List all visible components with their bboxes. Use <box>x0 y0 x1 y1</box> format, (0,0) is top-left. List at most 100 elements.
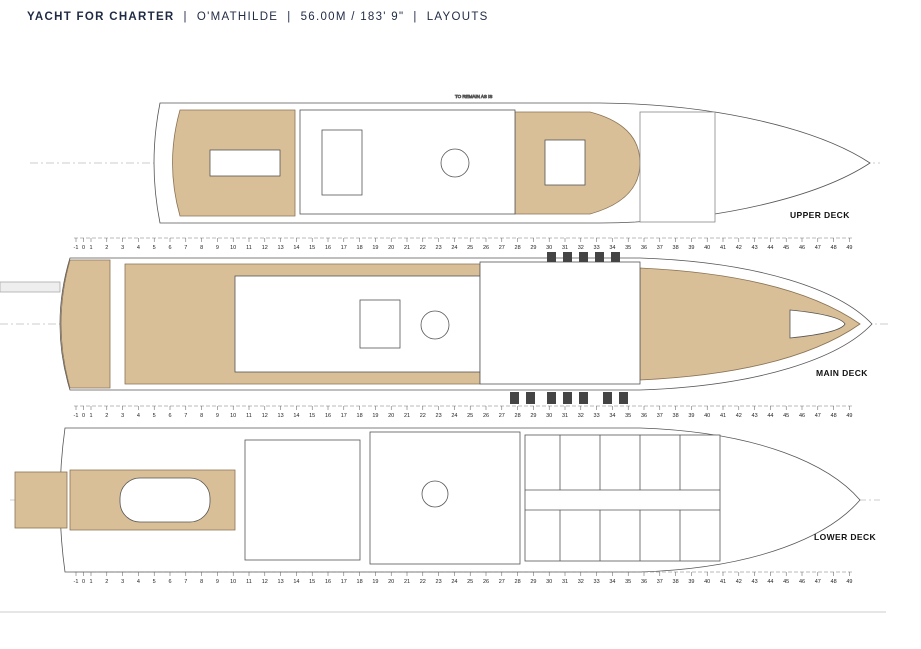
frame-number: 6 <box>168 579 171 585</box>
frame-number: 33 <box>594 245 600 251</box>
frame-number: 13 <box>278 579 284 585</box>
frame-number: 1 <box>89 413 92 419</box>
frame-number: 43 <box>752 245 758 251</box>
frame-number: 38 <box>673 413 679 419</box>
frame-number: 30 <box>546 245 552 251</box>
frame-number: 22 <box>420 413 426 419</box>
frame-number: 11 <box>246 413 252 419</box>
frame-number: 6 <box>168 245 171 251</box>
frame-number: 18 <box>357 413 363 419</box>
frame-number: 36 <box>641 579 647 585</box>
frame-number: 31 <box>562 245 568 251</box>
lower-deck-plan <box>10 427 880 573</box>
frame-number: 27 <box>499 579 505 585</box>
frame-number: 14 <box>293 413 299 419</box>
frame-number: 43 <box>752 579 758 585</box>
frame-number: 43 <box>752 413 758 419</box>
frame-number: 30 <box>546 579 552 585</box>
frame-number: 33 <box>594 413 600 419</box>
frame-number: 34 <box>609 579 615 585</box>
frame-number: 6 <box>168 413 171 419</box>
frame-number: 42 <box>736 245 742 251</box>
frame-number: 21 <box>404 579 410 585</box>
frame-number: 30 <box>546 413 552 419</box>
frame-number: 9 <box>216 579 219 585</box>
frame-number: 22 <box>420 245 426 251</box>
frame-number: 24 <box>451 413 457 419</box>
frame-number: 35 <box>625 579 631 585</box>
frame-number: 12 <box>262 245 268 251</box>
frame-number: 3 <box>121 245 124 251</box>
frame-number: 8 <box>200 413 203 419</box>
frame-number: 25 <box>467 579 473 585</box>
frame-number: 17 <box>341 245 347 251</box>
frame-number: 49 <box>846 579 852 585</box>
frame-number: 40 <box>704 413 710 419</box>
frame-number: 49 <box>846 245 852 251</box>
frame-number: 39 <box>688 579 694 585</box>
frame-number: 34 <box>609 245 615 251</box>
frame-number: 0 <box>82 413 85 419</box>
frame-number: 48 <box>831 413 837 419</box>
frame-number: 42 <box>736 579 742 585</box>
frame-number: 20 <box>388 413 394 419</box>
frame-number: 35 <box>625 413 631 419</box>
frame-number: 23 <box>436 579 442 585</box>
frame-number: 5 <box>153 245 156 251</box>
header-category: YACHT FOR CHARTER <box>27 11 175 23</box>
frame-number: 1 <box>89 245 92 251</box>
frame-number: 4 <box>137 579 140 585</box>
frame-number: 20 <box>388 579 394 585</box>
frame-number: 17 <box>341 579 347 585</box>
frame-number: 23 <box>436 245 442 251</box>
frame-number: 39 <box>688 413 694 419</box>
upper-deck-label: UPPER DECK <box>790 210 850 220</box>
frame-number: 29 <box>530 413 536 419</box>
frame-number: 24 <box>451 245 457 251</box>
frame-number: 39 <box>688 245 694 251</box>
frame-number: 15 <box>309 413 315 419</box>
frame-number: 45 <box>783 413 789 419</box>
header-section: LAYOUTS <box>426 11 489 23</box>
frame-number: 37 <box>657 413 663 419</box>
frame-number: 34 <box>609 413 615 419</box>
frame-number: 0 <box>82 245 85 251</box>
frame-number: 13 <box>278 413 284 419</box>
main-deck-plan <box>0 257 890 391</box>
frame-number: -1 <box>74 245 79 251</box>
frame-number: 46 <box>799 245 805 251</box>
frame-number: 2 <box>105 579 108 585</box>
frame-number: 10 <box>230 245 236 251</box>
frame-number: 8 <box>200 245 203 251</box>
frame-number: 47 <box>815 245 821 251</box>
frame-number: 12 <box>262 579 268 585</box>
lower-deck-label: LOWER DECK <box>814 532 877 542</box>
upper-deck-plan: TO REMAIN AS IS <box>30 94 880 224</box>
page-header: YACHT FOR CHARTER|O'MATHILDE|56.00M / 18… <box>27 11 489 23</box>
frame-number: 2 <box>105 413 108 419</box>
upper-deck-note: TO REMAIN AS IS <box>455 94 492 99</box>
frame-number: 11 <box>246 245 252 251</box>
frame-number: 23 <box>436 413 442 419</box>
frame-number: 27 <box>499 413 505 419</box>
frame-number: 37 <box>657 579 663 585</box>
frame-number: 0 <box>82 579 85 585</box>
frame-number: 24 <box>451 579 457 585</box>
main-deck-label: MAIN DECK <box>816 368 868 378</box>
frame-number: 7 <box>184 413 187 419</box>
frame-number: 22 <box>420 579 426 585</box>
frame-number: 36 <box>641 413 647 419</box>
frame-number: 48 <box>831 579 837 585</box>
frame-number: 15 <box>309 579 315 585</box>
frame-number: 47 <box>815 413 821 419</box>
frame-number: 4 <box>137 245 140 251</box>
frame-number: 10 <box>230 579 236 585</box>
frame-number: 33 <box>594 579 600 585</box>
frame-number: 14 <box>293 245 299 251</box>
frame-number: 48 <box>831 245 837 251</box>
frame-number: 45 <box>783 579 789 585</box>
frame-number: 10 <box>230 413 236 419</box>
